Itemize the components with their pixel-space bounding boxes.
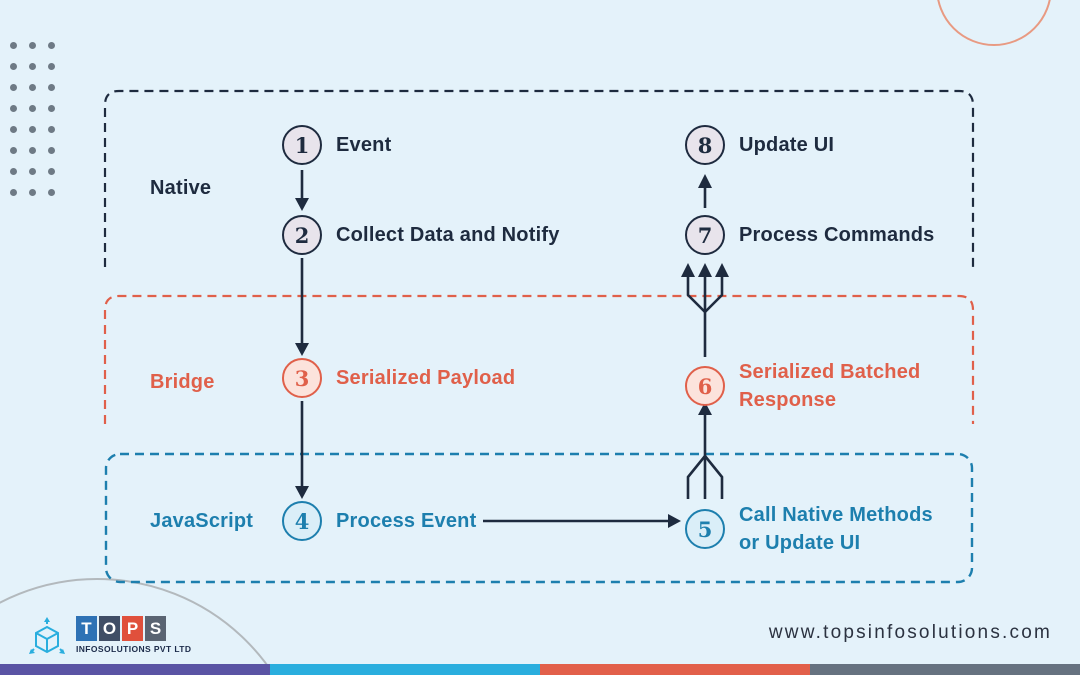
tops-logo-text: T O P S INFOSOLUTIONS PVT LTD <box>76 616 191 654</box>
step-2-number-badge: 2 <box>282 215 322 255</box>
dot <box>29 168 36 175</box>
javascript-box-border <box>104 452 974 584</box>
dot <box>48 126 55 133</box>
tops-letter-tiles: T O P S <box>76 616 191 641</box>
footer-bar-purple-segment <box>0 664 270 675</box>
step-3-label: Serialized Payload <box>336 367 516 389</box>
bridge-box-border <box>103 294 975 424</box>
dot <box>10 126 17 133</box>
dot <box>29 126 36 133</box>
step-6-label: Serialized Batched Response <box>739 361 921 411</box>
dot <box>10 42 17 49</box>
dot <box>48 84 55 91</box>
dot <box>48 63 55 70</box>
dot <box>10 189 17 196</box>
tops-logo-subtext: INFOSOLUTIONS PVT LTD <box>76 644 192 654</box>
dot <box>29 63 36 70</box>
dot <box>48 147 55 154</box>
row-label-native: Native <box>150 177 212 199</box>
cube-logo-icon <box>29 617 65 654</box>
step-5-label: Call Native Methods or Update UI <box>739 504 933 554</box>
footer-bar-cyan-segment <box>270 664 540 675</box>
dots-grid <box>10 42 55 196</box>
dot <box>48 105 55 112</box>
dot <box>29 105 36 112</box>
step-8-label: Update UI <box>739 134 835 156</box>
footer-bar-orange-segment <box>540 664 810 675</box>
row-label-javascript: JavaScript <box>150 510 254 532</box>
dot <box>29 189 36 196</box>
step-2-collect-data: 2 Collect Data and Notify <box>282 215 560 255</box>
tops-tile-p: P <box>122 616 143 641</box>
step-7-label: Process Commands <box>739 224 935 246</box>
step-8-update-ui: 8 Update UI <box>685 125 834 165</box>
tops-tile-t: T <box>76 616 97 641</box>
step-5-call-native-methods: 5 Call Native Methods or Update UI <box>685 501 933 557</box>
dot <box>29 147 36 154</box>
dot <box>48 168 55 175</box>
step-2-label: Collect Data and Notify <box>336 224 560 246</box>
step-8-number-badge: 8 <box>685 125 725 165</box>
footer-color-bar <box>0 664 1080 675</box>
footer-bar-gray-segment <box>810 664 1080 675</box>
dot <box>29 42 36 49</box>
dot <box>10 84 17 91</box>
step-7-number-badge: 7 <box>685 215 725 255</box>
dot <box>48 189 55 196</box>
step-1-event: 1 Event <box>282 125 391 165</box>
step-1-number-badge: 1 <box>282 125 322 165</box>
step-7-process-commands: 7 Process Commands <box>685 215 935 255</box>
dot <box>10 63 17 70</box>
tops-tile-o: O <box>99 616 120 641</box>
row-label-bridge: Bridge <box>150 371 215 393</box>
flow-arrows <box>295 170 729 528</box>
step-3-number-badge: 3 <box>282 358 322 398</box>
dot <box>10 147 17 154</box>
arrow-5-6-fork <box>686 414 724 499</box>
website-url-text: www.topsinfosolutions.com <box>768 622 1052 643</box>
arrow-6-7-trident <box>686 276 724 357</box>
tops-logo: T O P S INFOSOLUTIONS PVT LTD <box>26 616 191 662</box>
step-6-number-badge: 6 <box>685 366 725 406</box>
dot <box>48 42 55 49</box>
dot <box>29 84 36 91</box>
step-4-number-badge: 4 <box>282 501 322 541</box>
step-1-label: Event <box>336 134 392 156</box>
step-6-serialized-batched-response: 6 Serialized Batched Response <box>685 358 920 414</box>
dot <box>10 105 17 112</box>
step-5-number-badge: 5 <box>685 509 725 549</box>
step-4-process-event: 4 Process Event <box>282 501 476 541</box>
native-box-border <box>103 89 975 267</box>
tops-tile-s: S <box>145 616 166 641</box>
step-4-label: Process Event <box>336 510 477 532</box>
dot <box>10 168 17 175</box>
step-3-serialized-payload: 3 Serialized Payload <box>282 358 515 398</box>
